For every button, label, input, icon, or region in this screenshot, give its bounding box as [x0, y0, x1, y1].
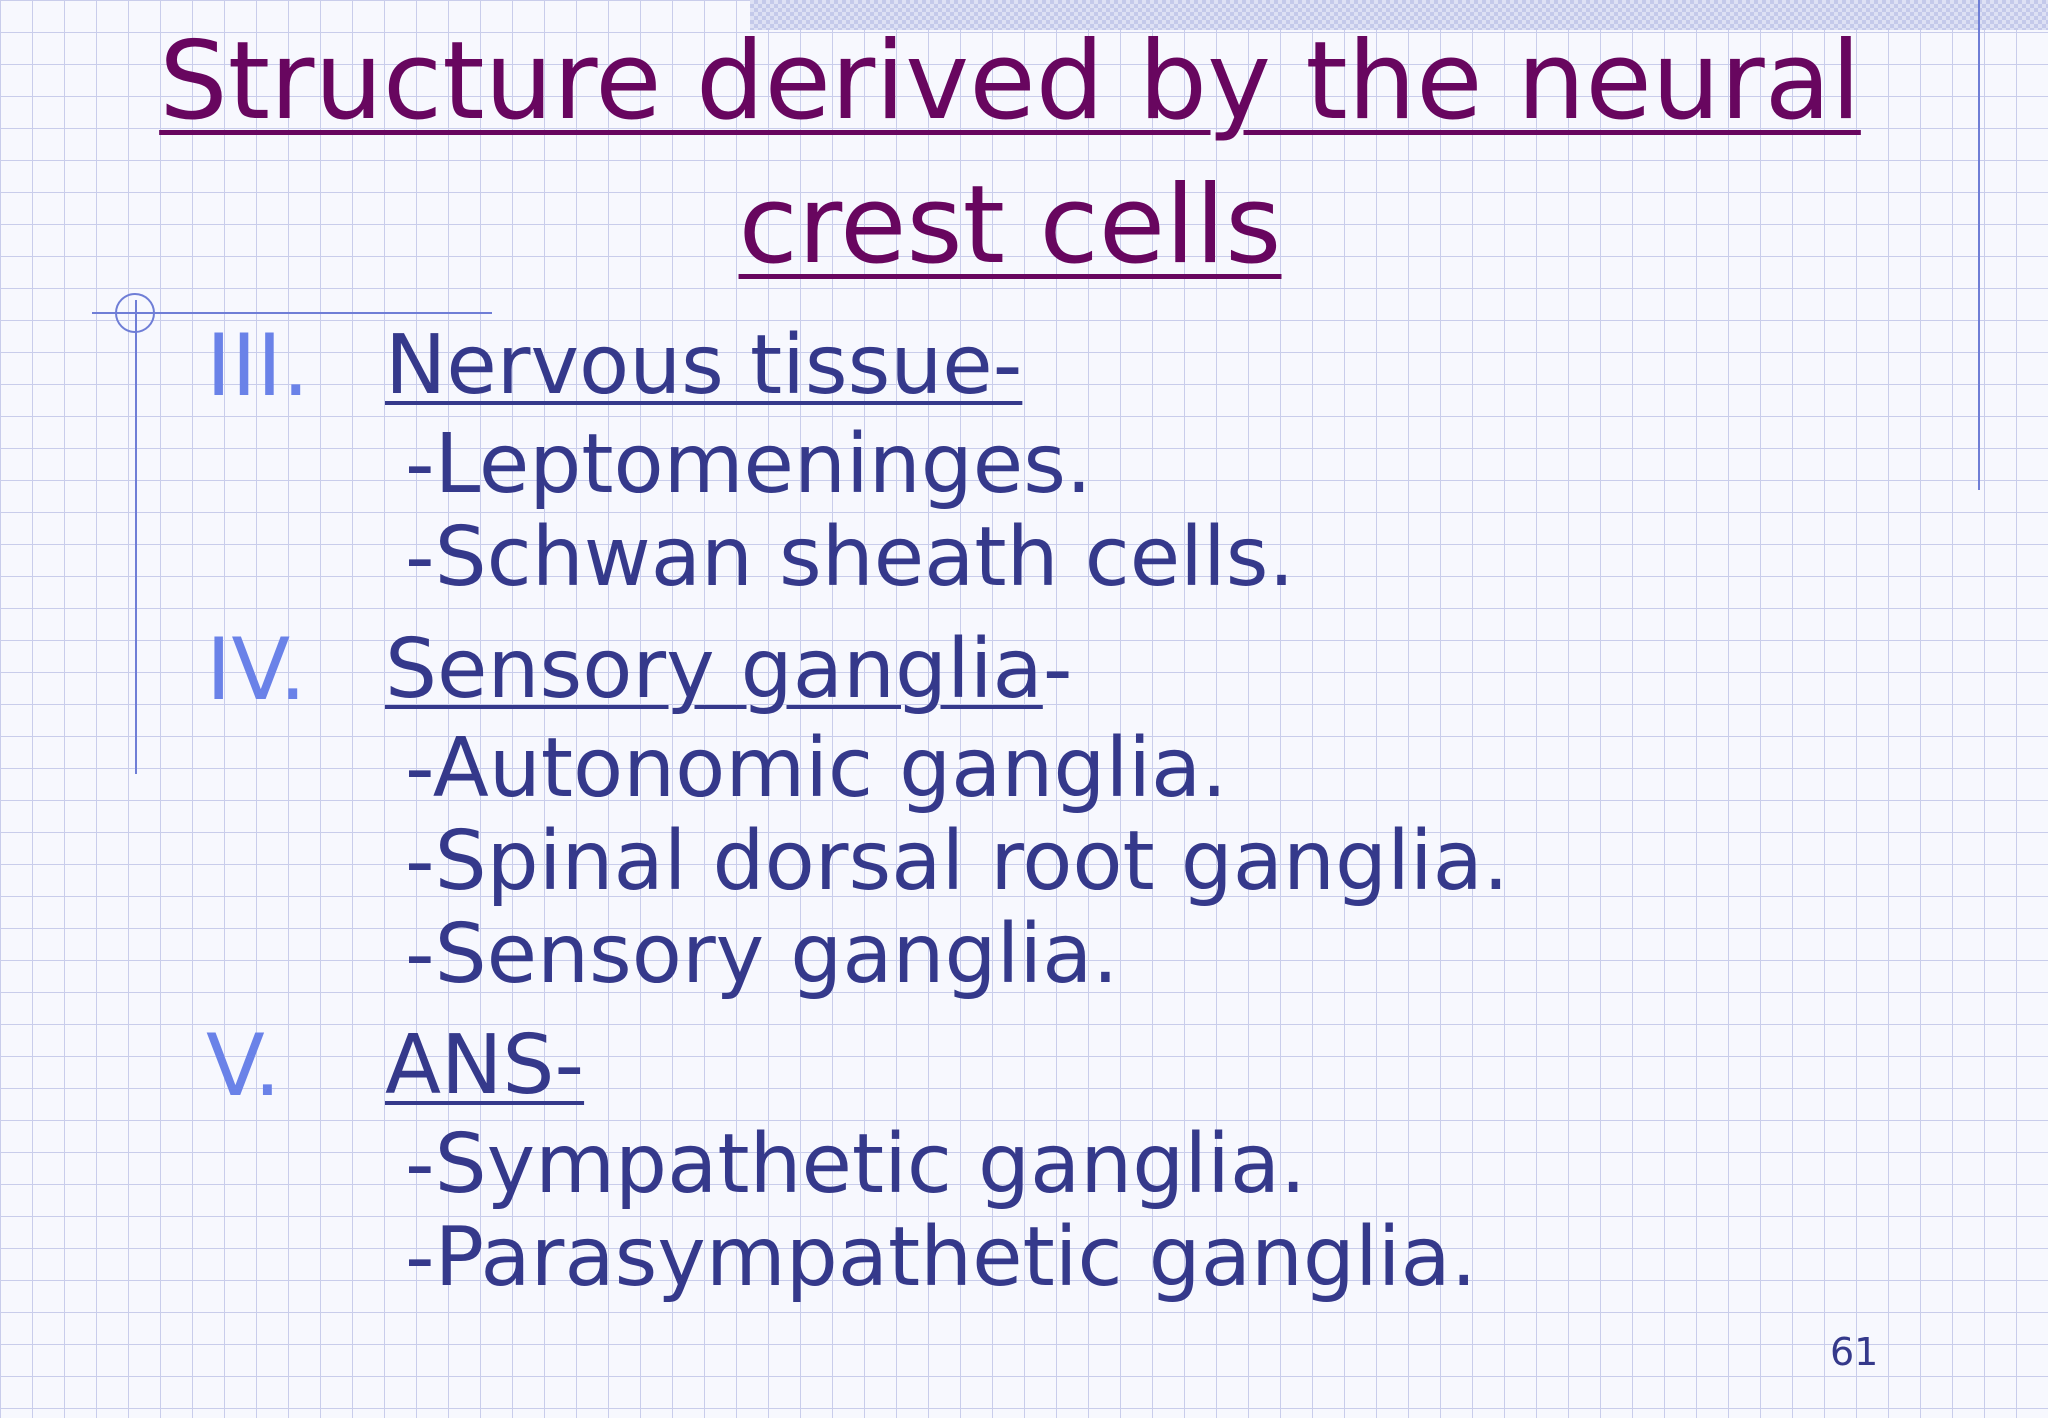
- section-number: IV.: [206, 620, 307, 720]
- accent-circle: [115, 293, 155, 333]
- section-items: -Sympathetic ganglia. -Parasympathetic g…: [405, 1118, 1477, 1304]
- list-item: -Leptomeninges.: [405, 417, 1092, 512]
- section-heading: ANS-: [385, 1018, 585, 1113]
- page-number: 61: [1830, 1330, 1879, 1374]
- right-accent-line: [1978, 0, 1980, 490]
- top-pattern-band: [750, 0, 2048, 30]
- list-item: -Parasympathetic ganglia.: [405, 1210, 1477, 1305]
- list-item: -Sympathetic ganglia.: [405, 1117, 1307, 1212]
- list-item: -Autonomic ganglia.: [405, 721, 1228, 816]
- section-items: -Autonomic ganglia. -Spinal dorsal root …: [405, 722, 1509, 1001]
- list-item: -Schwan sheath cells.: [405, 510, 1295, 605]
- section-heading: Nervous tissue-: [385, 318, 1023, 413]
- section-number: V.: [206, 1016, 282, 1116]
- slide-title: Structure derived by the neural crest ce…: [159, 19, 1861, 288]
- list-item: -Spinal dorsal root ganglia.: [405, 814, 1509, 909]
- section-items: -Leptomeninges. -Schwan sheath cells.: [405, 418, 1295, 604]
- left-accent-line: [135, 300, 137, 774]
- section-heading: Sensory ganglia-: [385, 622, 1073, 717]
- section-number: III.: [206, 316, 310, 416]
- horizontal-accent-line: [92, 312, 492, 314]
- list-item: -Sensory ganglia.: [405, 907, 1119, 1002]
